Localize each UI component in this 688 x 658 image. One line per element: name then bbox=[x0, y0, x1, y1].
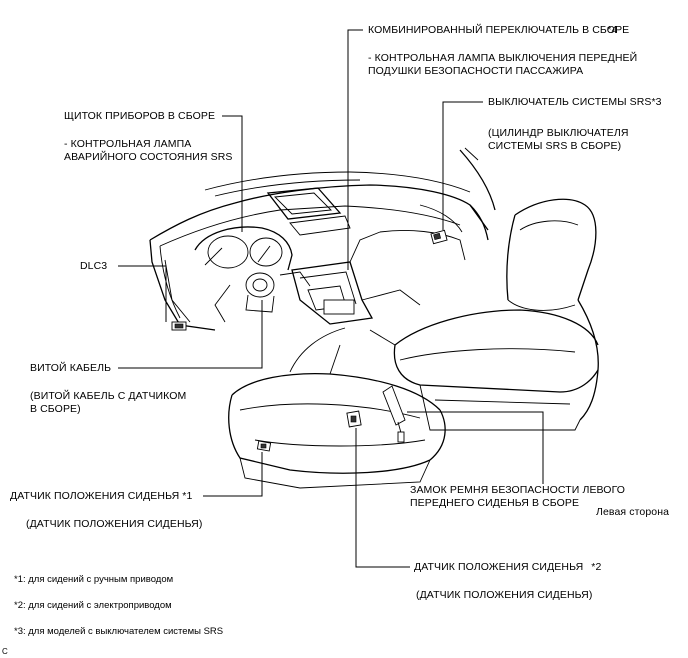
dlc3-connector bbox=[171, 321, 187, 331]
instrument-panel-note-line1: - КОНТРОЛЬНАЯ ЛАМПА bbox=[64, 138, 192, 150]
footnote-2: *2: для сидений с электроприводом bbox=[14, 600, 172, 611]
seat-belt-buckle bbox=[382, 385, 406, 443]
combination-switch-note-line2: ПОДУШКИ БЕЗОПАСНОСТИ ПАССАЖИРА bbox=[368, 65, 584, 77]
dlc3-label: DLC3 bbox=[80, 260, 108, 272]
dashboard-outline bbox=[149, 171, 489, 331]
passenger-seat bbox=[369, 198, 599, 431]
srs-switch-label: ВЫКЛЮЧАТЕЛЬ СИСТЕМЫ SRS*3 bbox=[488, 96, 662, 108]
seat-sensor-2 bbox=[346, 410, 362, 428]
spiral-cable-note-line2: В СБОРЕ) bbox=[30, 403, 81, 415]
spiral-cable-label: ВИТОЙ КАБЕЛЬ bbox=[30, 362, 112, 374]
instrument-panel-label: ЩИТОК ПРИБОРОВ В СБОРЕ bbox=[64, 110, 216, 122]
nav-display bbox=[266, 187, 351, 236]
footnote-1: *1: для сидений с ручным приводом bbox=[14, 574, 174, 585]
driver-seat bbox=[228, 327, 446, 489]
seat-sensor-2-note: (ДАТЧИК ПОЛОЖЕНИЯ СИДЕНЬЯ) bbox=[416, 589, 593, 601]
steering-area bbox=[214, 271, 311, 323]
right-dash bbox=[379, 147, 496, 261]
spiral-cable-note-line1: (ВИТОЙ КАБЕЛЬ С ДАТЧИКОМ bbox=[30, 390, 187, 402]
combination-switch-label: КОМБИНИРОВАННЫЙ ПЕРЕКЛЮЧАТЕЛЬ В СБОРЕ*4 bbox=[368, 24, 630, 36]
seat-sensor-1-label: ДАТЧИК ПОЛОЖЕНИЯ СИДЕНЬЯ *1 bbox=[10, 490, 193, 502]
seat-sensor-1 bbox=[256, 440, 272, 452]
seat-sensor-2-label: ДАТЧИК ПОЛОЖЕНИЯ СИДЕНЬЯ*2 bbox=[414, 561, 602, 573]
combination-switch-note-line1: - КОНТРОЛЬНАЯ ЛАМПА ВЫКЛЮЧЕНИЯ ПЕРЕДНЕЙ bbox=[368, 52, 638, 64]
srs-switch-note-line2: СИСТЕМЫ SRS В СБОРЕ) bbox=[488, 140, 622, 152]
leader-lines bbox=[118, 29, 544, 568]
buckle-label-line1: ЗАМОК РЕМНЯ БЕЗОПАСНОСТИ ЛЕВОГО bbox=[410, 484, 626, 496]
center-console bbox=[291, 231, 421, 325]
srs-switch-note-line1: (ЦИЛИНДР ВЫКЛЮЧАТЕЛЯ bbox=[488, 127, 629, 139]
footnote-3: *3: для моделей с выключателем системы S… bbox=[14, 626, 224, 637]
corner-code: C bbox=[2, 647, 8, 656]
seat-sensor-1-note: (ДАТЧИК ПОЛОЖЕНИЯ СИДЕНЬЯ) bbox=[26, 518, 203, 530]
instrument-panel-note-line2: АВАРИЙНОГО СОСТОЯНИЯ SRS bbox=[64, 151, 233, 163]
instrument-cluster bbox=[194, 226, 293, 271]
left-side-caption: Левая сторона bbox=[596, 506, 670, 518]
buckle-label-line2: ПЕРЕДНЕГО СИДЕНЬЯ В СБОРЕ bbox=[410, 497, 580, 509]
